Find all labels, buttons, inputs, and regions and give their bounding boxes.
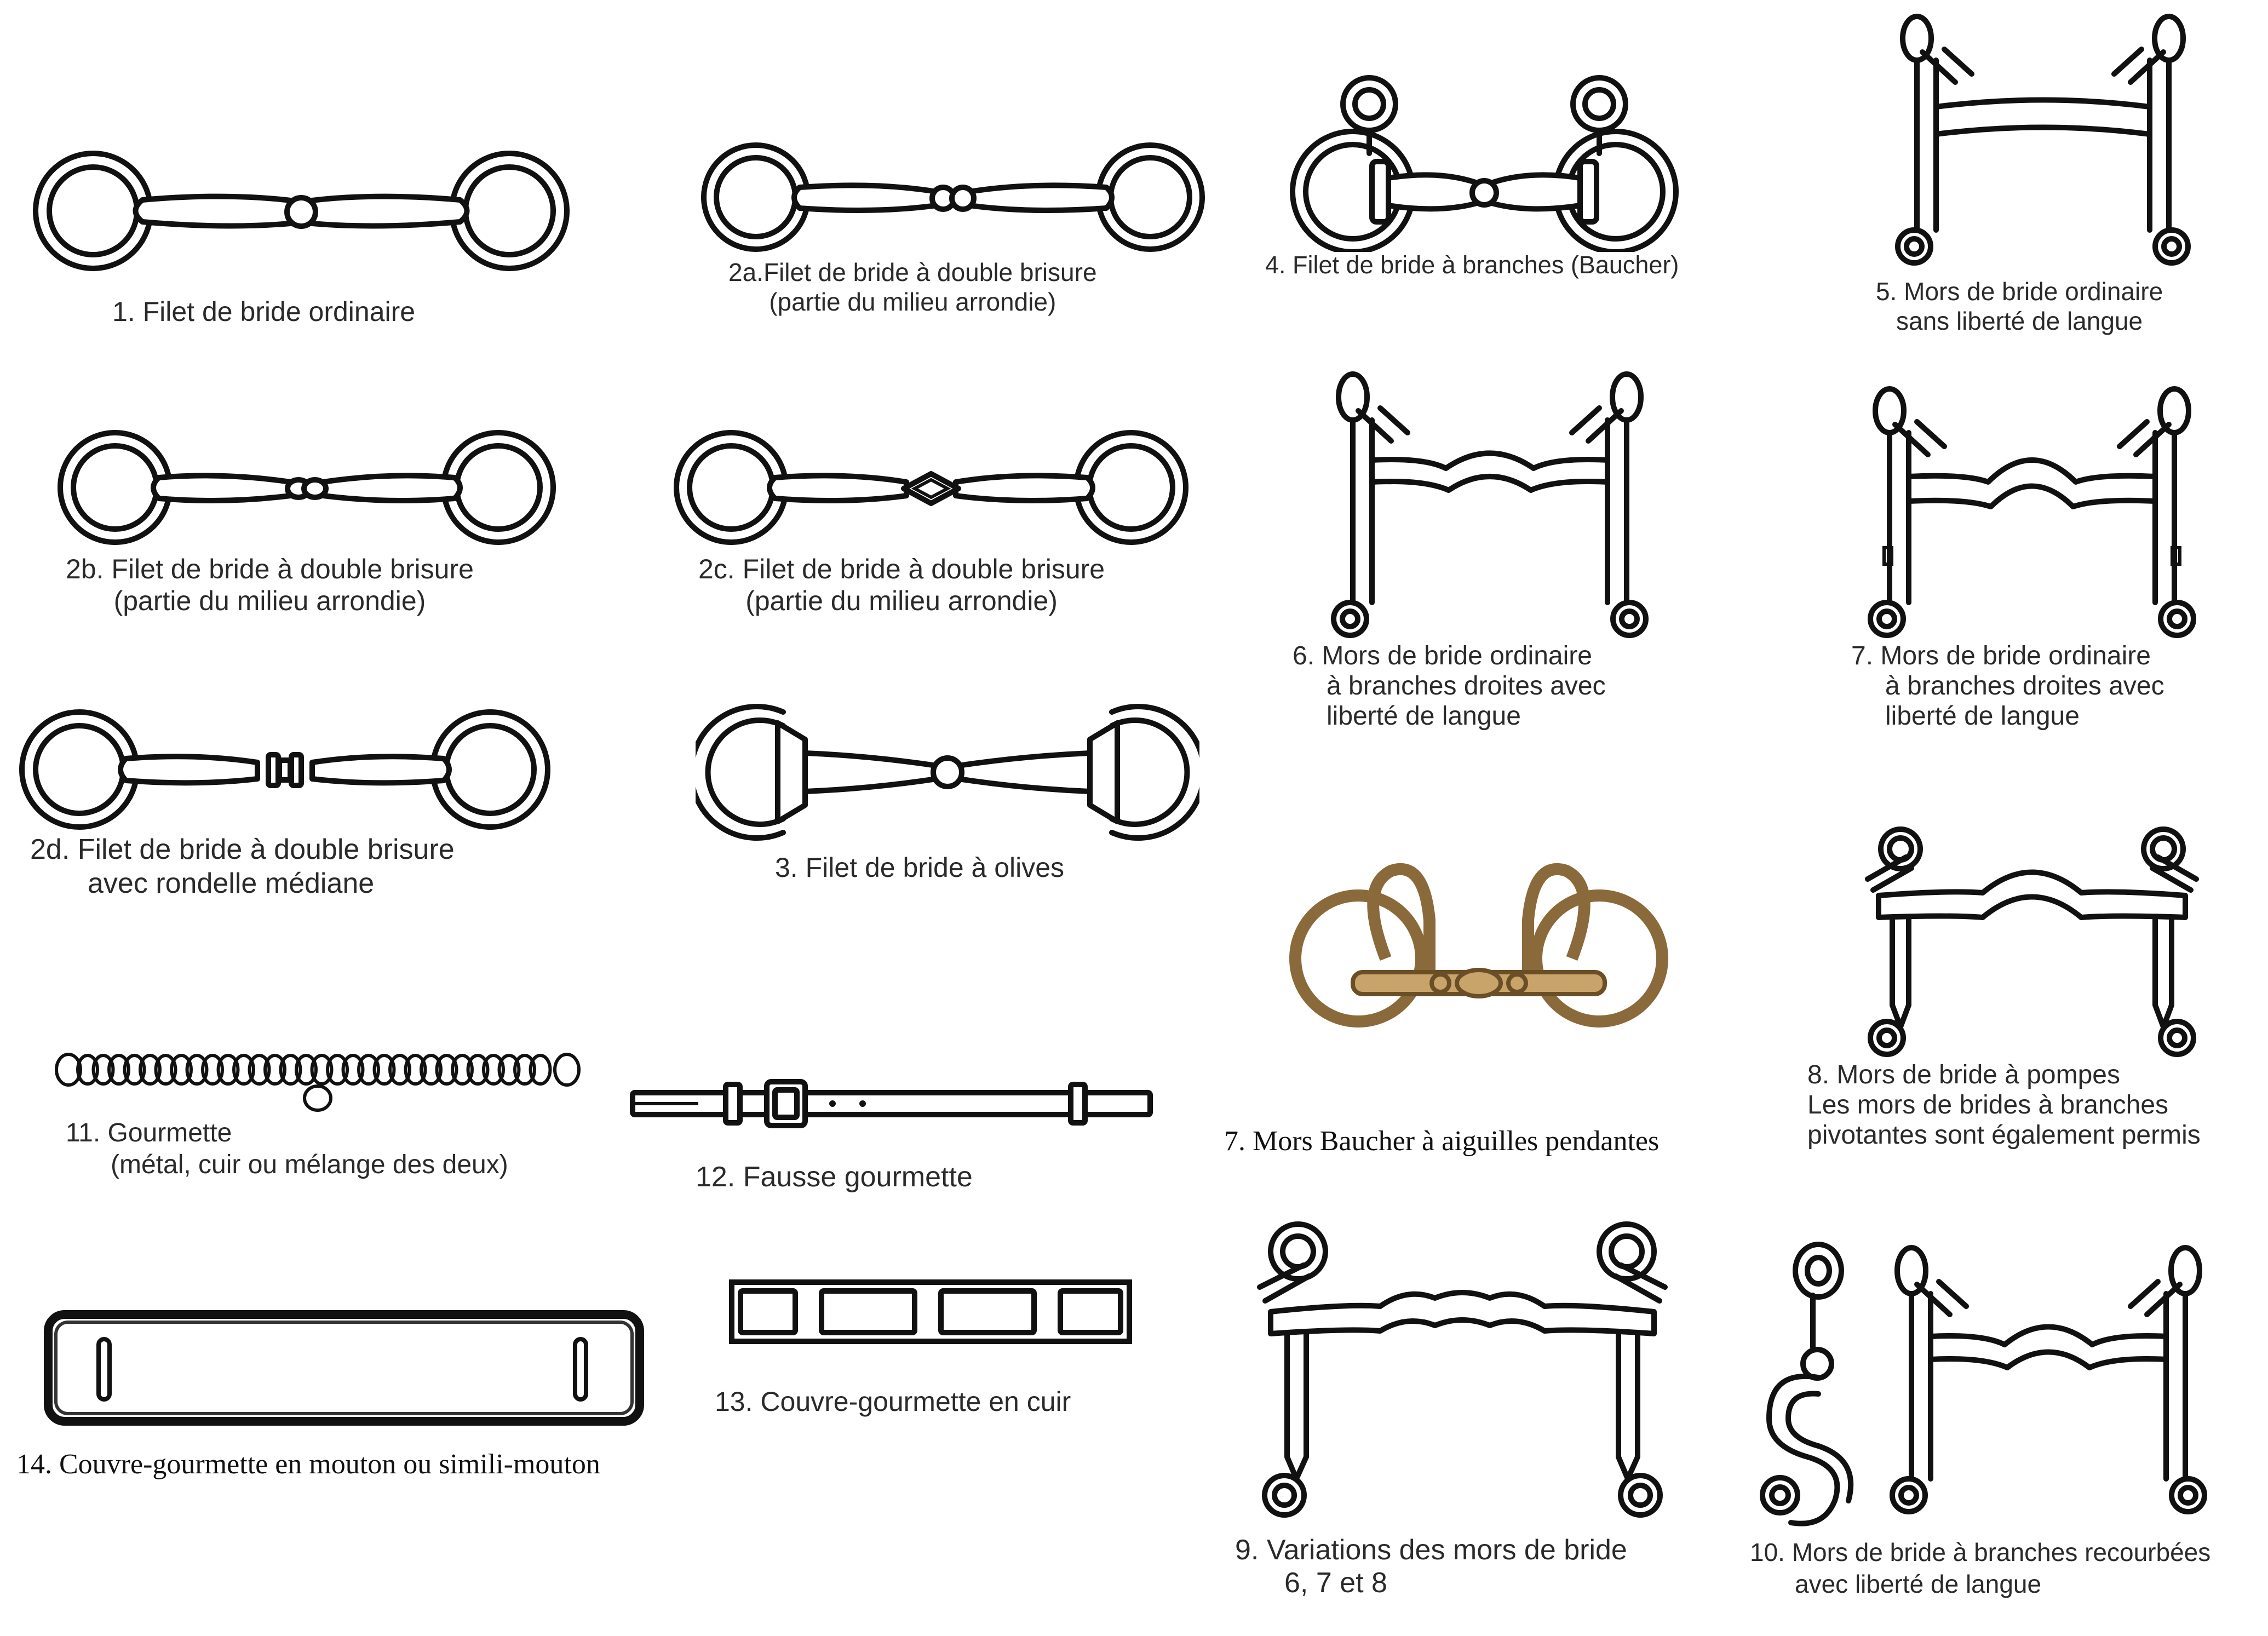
figure-12-leather-strap [630,1079,1153,1128]
caption-4: 4. Filet de bride à branches (Baucher) [1265,251,1679,279]
chain-link [123,1054,146,1086]
chain-link [91,1054,115,1086]
figure-9-curb-bit-variations [1257,1221,1668,1518]
caption-1: 1. Filet de bride ordinaire [112,296,416,327]
caption-10: 10. Mors de bride à branches recourbées … [1750,1538,2211,1598]
caption-13: 13. Couvre-gourmette en cuir [715,1386,1071,1417]
caption-14: 14. Couvre-gourmette en mouton ou simili… [16,1449,600,1480]
chain-link [357,1054,380,1086]
chain-link [185,1054,209,1086]
chain-link [139,1054,162,1086]
chain-link [263,1054,286,1086]
figure-7-curb-bit-straight-cheeks [1868,386,2196,638]
chain-link [482,1054,505,1086]
caption-2b: 2b. Filet de bride à double brisure (par… [66,554,474,616]
chain-link [154,1054,177,1086]
chain-link [76,1054,99,1086]
caption-2d: 2d. Filet de bride à double brisure avec… [30,834,455,899]
chain-link [310,1054,334,1086]
chain-link [279,1054,302,1086]
figure-5-curb-bit-no-port [1895,14,2191,266]
chain-link [420,1054,443,1086]
chain-links: (function(){ var g = document.currentScr… [76,1054,552,1086]
chain-link [529,1054,552,1086]
chain-link [388,1054,411,1086]
figure-2b-double-jointed-snaffle [58,430,556,545]
figure-6-curb-bit-straight-cheeks [1331,371,1649,638]
figure-13-leather-chain-cover [729,1279,1132,1344]
chain-link [201,1054,224,1086]
figure-8-curb-bit-sliding-cheeks [1865,826,2199,1057]
caption-9: 9. Variations des mors de bride 6, 7 et … [1235,1534,1627,1599]
figure-4-baucher-snaffle [1290,75,1679,252]
figure-11-curb-chain: (function(){ var g = document.currentScr… [55,1053,581,1112]
chain-link [451,1054,474,1086]
chain-link [295,1054,318,1086]
chain-link [435,1054,458,1086]
chain-link [372,1054,396,1086]
caption-2a: 2a.Filet de bride à double brisure (part… [728,258,1097,316]
chain-link [232,1054,255,1086]
figure-3-eggbutt-snaffle [696,704,1199,841]
caption-8: 8. Mors de bride à pompes Les mors de br… [1807,1060,2201,1150]
chain-link [248,1054,271,1086]
chain-link [216,1054,240,1086]
caption-3: 3. Filet de bride à olives [775,852,1065,883]
caption-2c: 2c. Filet de bride à double brisure (par… [698,554,1105,616]
chain-link [404,1054,427,1086]
figure-7-baucher-hanging-cheek-photo [1289,863,1668,1027]
chain-link [326,1054,349,1086]
caption-5: 5. Mors de bride ordinaire sans liberté … [1876,277,2163,335]
figure-10-curb-bit-curved-cheeks [1760,1242,2207,1526]
caption-11: 11. Gourmette (métal, cuir ou mélange de… [66,1118,508,1179]
figure-2a-double-jointed-snaffle [701,142,1205,252]
caption-7-baucher: 7. Mors Baucher à aiguilles pendantes [1224,1126,1660,1157]
figure-14-sheepskin-chain-cover [44,1310,644,1426]
caption-7: 7. Mors de bride ordinaire à branches dr… [1851,641,2164,731]
figure-2d-snaffle-with-center-washer [19,709,550,830]
chain-link [170,1054,193,1086]
caption-12: 12. Fausse gourmette [696,1161,973,1193]
chain-link [497,1054,521,1086]
figure-2c-double-jointed-snaffle [674,430,1188,545]
figure-1-snaffle [33,151,570,271]
chain-link [341,1054,365,1086]
chain-link [466,1054,490,1086]
caption-6: 6. Mors de bride ordinaire à branches dr… [1293,641,1606,731]
chain-link [107,1054,130,1086]
chain-link [513,1054,536,1086]
